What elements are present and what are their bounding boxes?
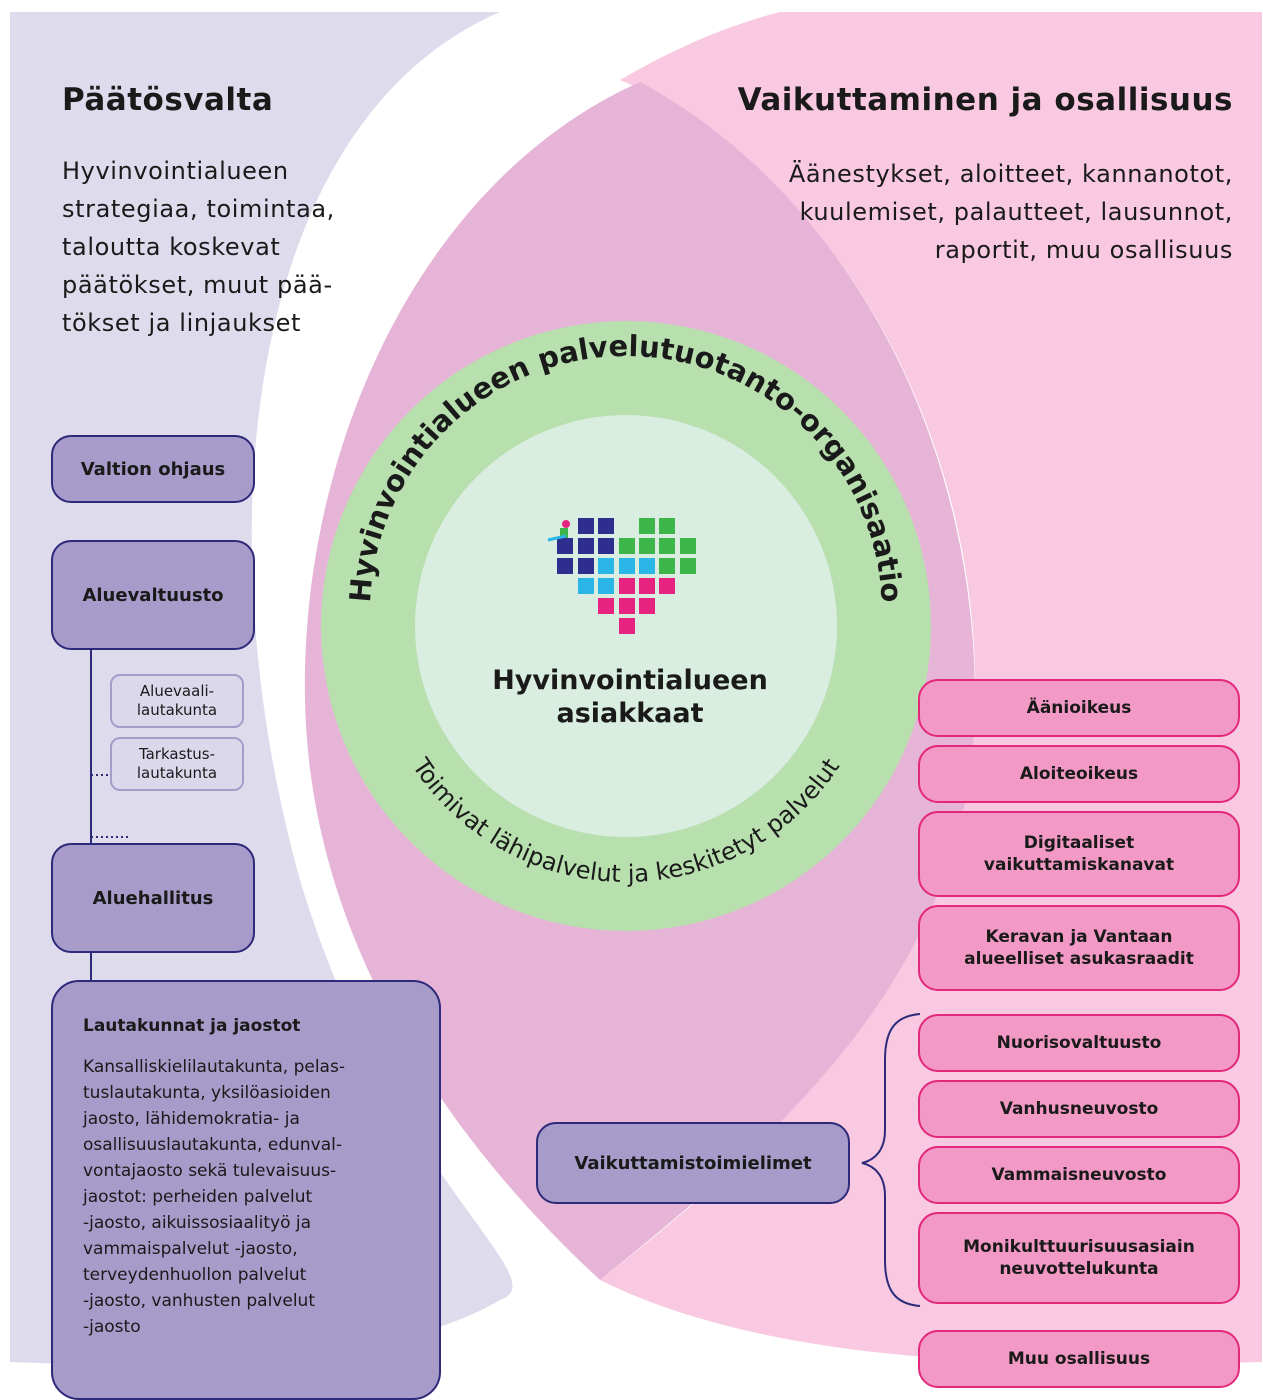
left-heading: Päätösvalta [62, 82, 274, 118]
tarkastuslautakunta-box: Tarkastus- lautakunta [110, 737, 244, 791]
aloiteoikeus-box: Aloiteoikeus [918, 745, 1240, 803]
lautakunnat-title: Lautakunnat ja jaostot [83, 1016, 301, 1036]
aluevaltuusto-box: Aluevaltuusto [51, 540, 255, 650]
lautakunnat-text: Kansalliskielilautakunta, pelas- tuslaut… [83, 1057, 345, 1337]
vaikuttamistoimielimet-box: Vaikuttamistoimielimet [536, 1122, 850, 1204]
aluevaalilautakunta-box: Aluevaali- lautakunta [110, 674, 244, 728]
muu-osallisuus-box: Muu osallisuus [918, 1330, 1240, 1388]
aanioikeus-box: Äänioikeus [918, 679, 1240, 737]
asukasraadit-box: Keravan ja Vantaan alueelliset asukasraa… [918, 905, 1240, 991]
lautakunnat-box: Lautakunnat ja jaostot Kansalliskielilau… [51, 980, 441, 1400]
valtion-ohjaus-box: Valtion ohjaus [51, 435, 255, 503]
curly-brace [861, 1013, 921, 1307]
vanhusneuvosto-box: Vanhusneuvosto [918, 1080, 1240, 1138]
monikulttuurisuus-box: Monikulttuurisuusasiain neuvottelukunta [918, 1212, 1240, 1304]
center-title: Hyvinvointialueen asiakkaat [492, 665, 768, 729]
digitaaliset-box: Digitaaliset vaikuttamiskanavat [918, 811, 1240, 897]
left-description: Hyvinvointialueen strategiaa, toimintaa,… [62, 157, 335, 337]
nuorisovaltuusto-box: Nuorisovaltuusto [918, 1014, 1240, 1072]
vammaisneuvosto-box: Vammaisneuvosto [918, 1146, 1240, 1204]
right-description: Äänestykset, aloitteet, kannanotot, kuul… [788, 160, 1233, 264]
heart-logo [547, 518, 696, 634]
right-heading: Vaikuttaminen ja osallisuus [737, 82, 1233, 118]
aluehallitus-box: Aluehallitus [51, 843, 255, 953]
